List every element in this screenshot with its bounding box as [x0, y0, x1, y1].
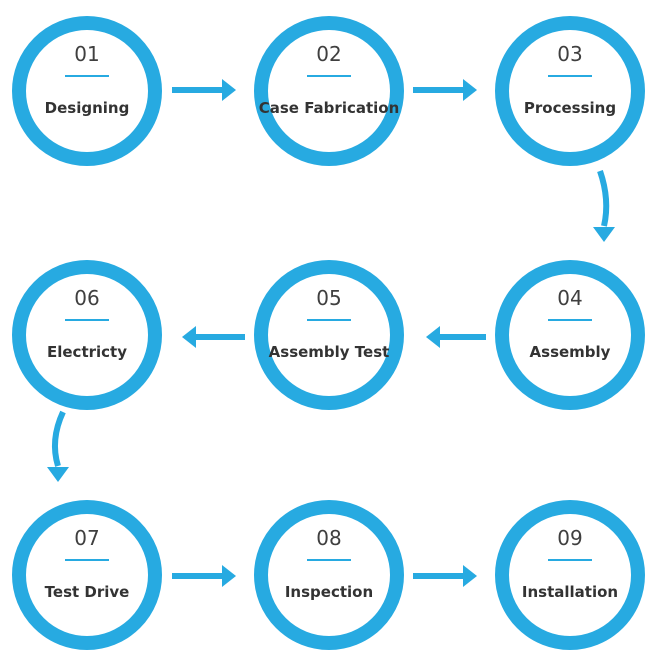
step-label: Assembly Test: [269, 343, 390, 361]
step-number: 06: [74, 286, 99, 310]
step-label: Case Fabrication: [259, 99, 400, 117]
step-label: Designing: [45, 99, 130, 117]
arrow-08-09: [413, 565, 477, 587]
arrow-head: [426, 326, 440, 348]
arrow-shaft: [597, 170, 610, 227]
step-ring: [254, 16, 404, 166]
step-label: Electricty: [47, 343, 127, 361]
arrow-shaft: [51, 410, 66, 467]
arrow-head: [463, 565, 477, 587]
arrow-head: [463, 79, 477, 101]
step-number: 07: [74, 526, 99, 550]
step-number: 05: [316, 286, 341, 310]
step-number: 04: [557, 286, 582, 310]
step-ring: [495, 16, 645, 166]
arrows-layer: [47, 79, 615, 587]
step-ring: [12, 500, 162, 650]
arrow-03-04: [593, 170, 615, 242]
step-ring: [254, 260, 404, 410]
arrow-07-08: [172, 565, 236, 587]
step-number: 09: [557, 526, 582, 550]
arrow-04-05: [426, 326, 486, 348]
step-label: Test Drive: [45, 583, 130, 601]
arrow-head: [593, 227, 615, 242]
arrow-head: [222, 79, 236, 101]
arrow-02-03: [413, 79, 477, 101]
arrow-head: [222, 565, 236, 587]
step-ring: [12, 16, 162, 166]
step-ring: [495, 500, 645, 650]
step-number: 08: [316, 526, 341, 550]
step-label: Assembly: [530, 343, 611, 361]
step-ring: [254, 500, 404, 650]
step-number: 02: [316, 42, 341, 66]
arrow-06-07: [47, 410, 69, 482]
arrow-05-06: [182, 326, 245, 348]
step-number: 03: [557, 42, 582, 66]
step-ring: [495, 260, 645, 410]
arrow-head: [182, 326, 196, 348]
step-label: Inspection: [285, 583, 373, 601]
step-label: Installation: [522, 583, 618, 601]
arrow-head: [47, 467, 69, 482]
step-number: 01: [74, 42, 99, 66]
step-ring: [12, 260, 162, 410]
step-label: Processing: [524, 99, 616, 117]
arrow-01-02: [172, 79, 236, 101]
